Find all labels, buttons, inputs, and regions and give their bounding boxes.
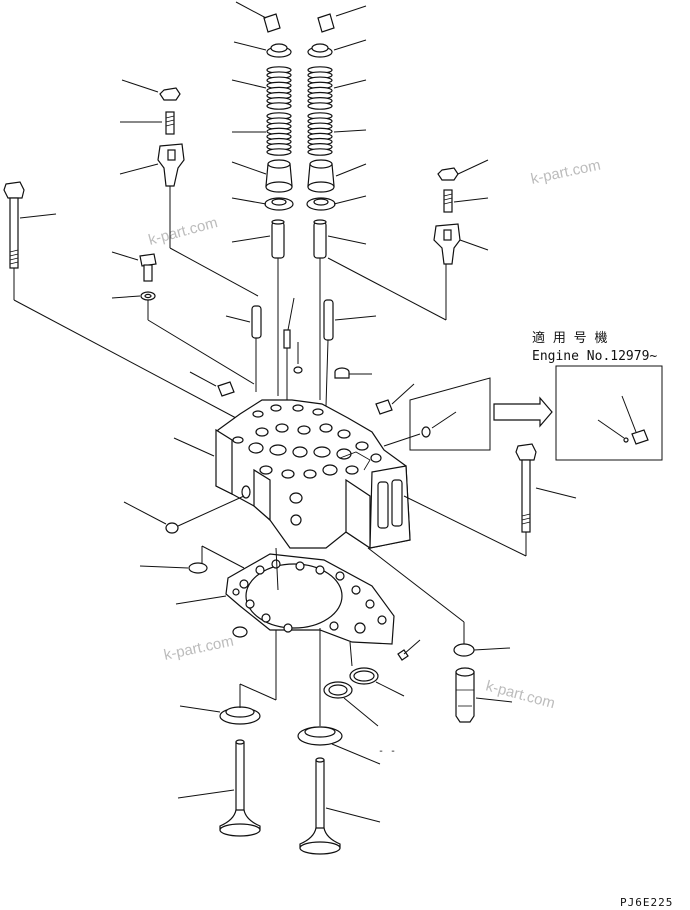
valve-bridge-left — [119, 143, 259, 297]
adjusting-screw-left — [120, 111, 175, 135]
spring-seat-left — [231, 197, 294, 211]
valve-guide-right — [313, 219, 367, 259]
spring-coil — [266, 148, 292, 156]
inner-valve-spring-right — [307, 112, 367, 156]
outer-valve-spring-right — [307, 66, 367, 110]
valve-seat-insert-left — [179, 630, 277, 725]
valve-collet-right — [317, 5, 367, 33]
watermark: k-part.com — [484, 677, 557, 712]
plug-side-lower — [123, 495, 245, 534]
watermark: k-part.com — [529, 157, 602, 188]
injector-sleeve — [455, 667, 513, 723]
inset-callout — [383, 365, 663, 461]
cylinder-head-bolt-right — [403, 443, 577, 557]
lock-nut-right — [437, 159, 489, 181]
outer-valve-spring-left — [231, 66, 292, 110]
valve-guide-left — [231, 219, 285, 259]
expansion-plug-side — [189, 371, 235, 397]
adjusting-screw-right — [443, 189, 489, 213]
minor-mark: - - — [378, 746, 396, 757]
arrow-right-icon — [493, 396, 553, 428]
washer — [111, 291, 255, 385]
valve-stem-seal-left — [231, 159, 293, 193]
expansion-plug-right — [375, 383, 415, 415]
watermark: k-part.com — [162, 633, 235, 664]
spring-coil — [307, 102, 333, 110]
spring-coil — [307, 148, 333, 156]
dowel-pin-left — [225, 305, 262, 392]
grommet-right — [397, 639, 421, 661]
valve-bridge-right — [327, 223, 489, 321]
o-ring-seal — [139, 562, 208, 574]
valve-stem-seal-right — [307, 159, 367, 193]
watermark: k-part.com — [147, 214, 220, 249]
exhaust-valve — [299, 757, 381, 855]
cylinder-head-gasket — [175, 545, 395, 645]
dowel-pin-right — [323, 299, 377, 407]
drawing-code: PJ6E225 — [620, 896, 673, 909]
grommet-left — [232, 626, 248, 638]
engine-number-label: Engine No.12979~ — [532, 349, 657, 364]
spring-retainer-left — [233, 41, 292, 58]
valve-seat-insert-right — [297, 628, 381, 765]
small-plug — [293, 342, 303, 374]
spring-retainer-right — [307, 39, 367, 58]
applicability-heading: 適 用 号 機 — [532, 330, 607, 346]
seal-ring-oval — [349, 641, 405, 697]
seal-ring-flat — [323, 681, 379, 727]
leader-line — [173, 437, 215, 457]
spring-seat-right — [306, 195, 367, 211]
mounting-bolt — [111, 251, 157, 282]
cylinder-head — [215, 399, 411, 550]
cap-seal — [367, 547, 511, 657]
expansion-plug-top — [334, 367, 372, 379]
lock-nut-left — [121, 79, 181, 101]
spring-coil — [266, 102, 292, 110]
cylinder-head-bolt-left — [3, 181, 237, 419]
inner-valve-spring-left — [232, 112, 292, 156]
intake-valve — [177, 739, 261, 837]
valve-collet-left — [235, 1, 281, 33]
